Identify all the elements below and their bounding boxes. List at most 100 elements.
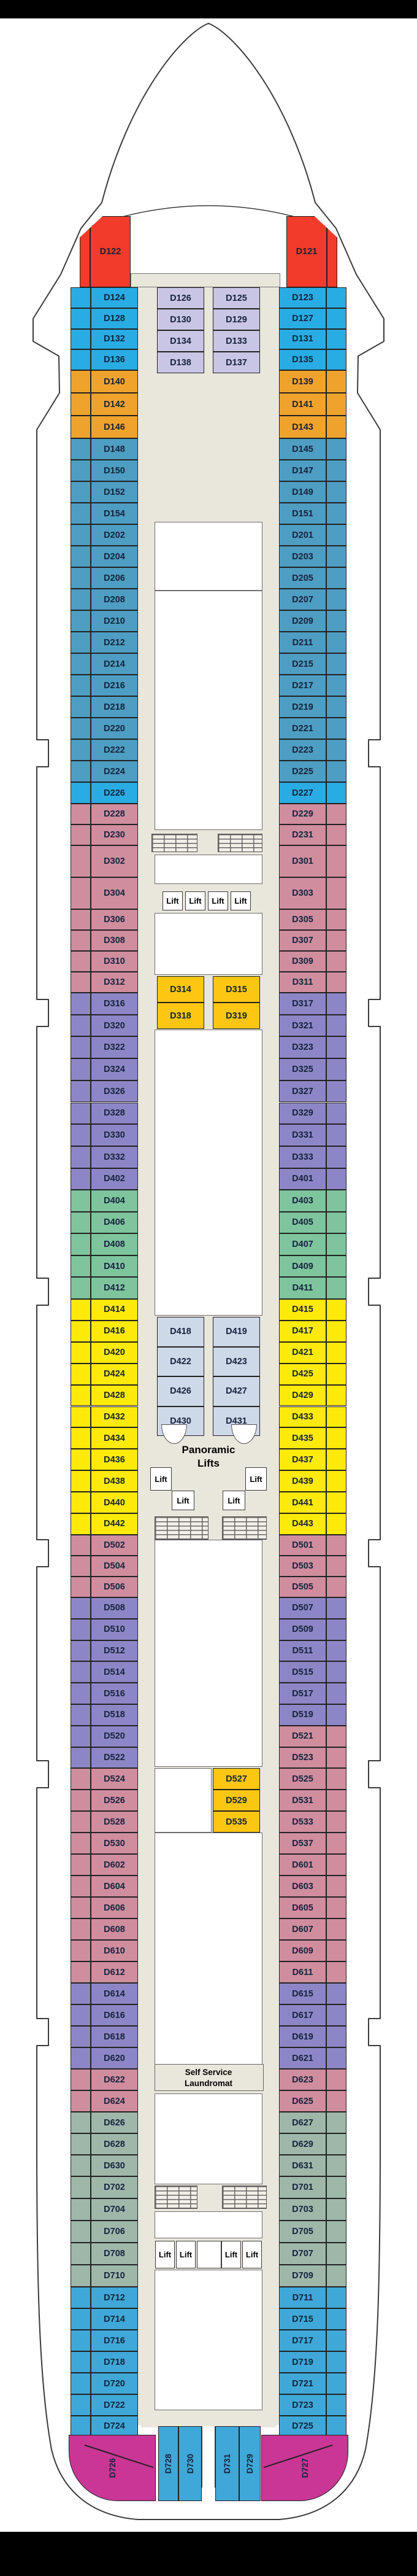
cabin-D718[interactable]: D718: [91, 2351, 138, 2373]
cabin-D436[interactable]: D436: [91, 1449, 138, 1471]
cabin-D411[interactable]: D411: [279, 1277, 326, 1299]
cabin-D510[interactable]: D510: [91, 1618, 138, 1640]
cabin-D611[interactable]: D611: [279, 1961, 326, 1983]
cabin-D207[interactable]: D207: [279, 589, 326, 610]
cabin-D325[interactable]: D325: [279, 1058, 326, 1080]
cabin-D203[interactable]: D203: [279, 546, 326, 567]
cabin-D602[interactable]: D602: [91, 1854, 138, 1876]
cabin-D429[interactable]: D429: [279, 1384, 326, 1406]
cabin-D711[interactable]: D711: [279, 2287, 326, 2308]
cabin-D724[interactable]: D724: [91, 2416, 138, 2436]
cabin-D152[interactable]: D152: [91, 481, 138, 503]
cabin-D319[interactable]: D319: [213, 1003, 260, 1029]
cabin-D406[interactable]: D406: [91, 1211, 138, 1234]
cabin-D405[interactable]: D405: [279, 1211, 326, 1234]
cabin-D415[interactable]: D415: [279, 1299, 326, 1321]
cabin-D333[interactable]: D333: [279, 1146, 326, 1168]
cabin-D603[interactable]: D603: [279, 1876, 326, 1897]
cabin-D712[interactable]: D712: [91, 2287, 138, 2308]
cabin-D707[interactable]: D707: [279, 2243, 326, 2265]
cabin-D605[interactable]: D605: [279, 1897, 326, 1918]
cabin-D332[interactable]: D332: [91, 1146, 138, 1168]
cabin-D720[interactable]: D720: [91, 2373, 138, 2394]
cabin-D627[interactable]: D627: [279, 2112, 326, 2133]
cabin-D631[interactable]: D631: [279, 2155, 326, 2176]
cabin-D308[interactable]: D308: [91, 930, 138, 951]
cabin-D209[interactable]: D209: [279, 610, 326, 632]
cabin-D143[interactable]: D143: [279, 416, 326, 438]
cabin-D615[interactable]: D615: [279, 1983, 326, 2004]
cabin-D330[interactable]: D330: [91, 1124, 138, 1146]
cabin-D702[interactable]: D702: [91, 2176, 138, 2198]
cabin-D601[interactable]: D601: [279, 1854, 326, 1876]
cabin-D438[interactable]: D438: [91, 1470, 138, 1492]
cabin-D730[interactable]: D730: [178, 2426, 202, 2501]
cabin-D216[interactable]: D216: [91, 675, 138, 696]
cabin-D323[interactable]: D323: [279, 1036, 326, 1059]
cabin-D517[interactable]: D517: [279, 1683, 326, 1704]
cabin-D305[interactable]: D305: [279, 909, 326, 930]
cabin-D520[interactable]: D520: [91, 1725, 138, 1747]
cabin-D302[interactable]: D302: [91, 845, 138, 877]
cabin-D530[interactable]: D530: [91, 1833, 138, 1854]
cabin-D623[interactable]: D623: [279, 2069, 326, 2090]
cabin-D504[interactable]: D504: [91, 1556, 138, 1577]
cabin-D409[interactable]: D409: [279, 1255, 326, 1278]
cabin-D410[interactable]: D410: [91, 1255, 138, 1278]
cabin-D511[interactable]: D511: [279, 1640, 326, 1662]
cabin-D521[interactable]: D521: [279, 1726, 326, 1747]
cabin-D135[interactable]: D135: [279, 349, 326, 371]
cabin-D128[interactable]: D128: [91, 308, 138, 329]
cabin-D129[interactable]: D129: [213, 309, 260, 330]
cabin-D608[interactable]: D608: [91, 1918, 138, 1940]
cabin-D402[interactable]: D402: [91, 1168, 138, 1190]
cabin-D509[interactable]: D509: [279, 1618, 326, 1640]
cabin-D225[interactable]: D225: [279, 761, 326, 782]
cabin-D425[interactable]: D425: [279, 1363, 326, 1385]
cabin-D309[interactable]: D309: [279, 951, 326, 972]
cabin-D435[interactable]: D435: [279, 1427, 326, 1449]
cabin-D523[interactable]: D523: [279, 1747, 326, 1768]
cabin-D705[interactable]: D705: [279, 2221, 326, 2243]
cabin-D414[interactable]: D414: [91, 1299, 138, 1321]
cabin-D230[interactable]: D230: [91, 824, 138, 845]
cabin-D516[interactable]: D516: [91, 1683, 138, 1704]
cabin-D412[interactable]: D412: [91, 1277, 138, 1299]
cabin-D506[interactable]: D506: [91, 1577, 138, 1597]
cabin-D407[interactable]: D407: [279, 1233, 326, 1255]
cabin-D403[interactable]: D403: [279, 1190, 326, 1212]
cabin-D220[interactable]: D220: [91, 718, 138, 739]
cabin-D149[interactable]: D149: [279, 481, 326, 503]
cabin-D150[interactable]: D150: [91, 460, 138, 481]
cabin-D215[interactable]: D215: [279, 653, 326, 675]
cabin-D729[interactable]: D729: [239, 2426, 261, 2501]
cabin-D227[interactable]: D227: [279, 782, 326, 804]
cabin-D223[interactable]: D223: [279, 739, 326, 761]
cabin-D441[interactable]: D441: [279, 1492, 326, 1513]
cabin-D127[interactable]: D127: [279, 308, 326, 329]
cabin-D140[interactable]: D140: [91, 370, 138, 393]
cabin-D535[interactable]: D535: [213, 1811, 260, 1833]
cabin-D231[interactable]: D231: [279, 824, 326, 845]
cabin-D219[interactable]: D219: [279, 696, 326, 718]
cabin-D626[interactable]: D626: [91, 2112, 138, 2133]
cabin-D327[interactable]: D327: [279, 1080, 326, 1103]
cabin-D145[interactable]: D145: [279, 438, 326, 460]
cabin-D228[interactable]: D228: [91, 804, 138, 824]
cabin-D138[interactable]: D138: [157, 352, 204, 373]
cabin-D715[interactable]: D715: [279, 2308, 326, 2330]
cabin-D527[interactable]: D527: [213, 1768, 260, 1790]
cabin-D226[interactable]: D226: [91, 782, 138, 804]
cabin-D428[interactable]: D428: [91, 1384, 138, 1406]
cabin-D508[interactable]: D508: [91, 1597, 138, 1619]
cabin-D709[interactable]: D709: [279, 2265, 326, 2287]
cabin-D424[interactable]: D424: [91, 1363, 138, 1385]
cabin-D315[interactable]: D315: [213, 976, 260, 1003]
cabin-D612[interactable]: D612: [91, 1961, 138, 1983]
cabin-D728[interactable]: D728: [158, 2426, 178, 2501]
cabin-D214[interactable]: D214: [91, 653, 138, 675]
cabin-D710[interactable]: D710: [91, 2265, 138, 2287]
cabin-D723[interactable]: D723: [279, 2394, 326, 2416]
cabin-D522[interactable]: D522: [91, 1747, 138, 1769]
cabin-D423[interactable]: D423: [213, 1346, 260, 1376]
